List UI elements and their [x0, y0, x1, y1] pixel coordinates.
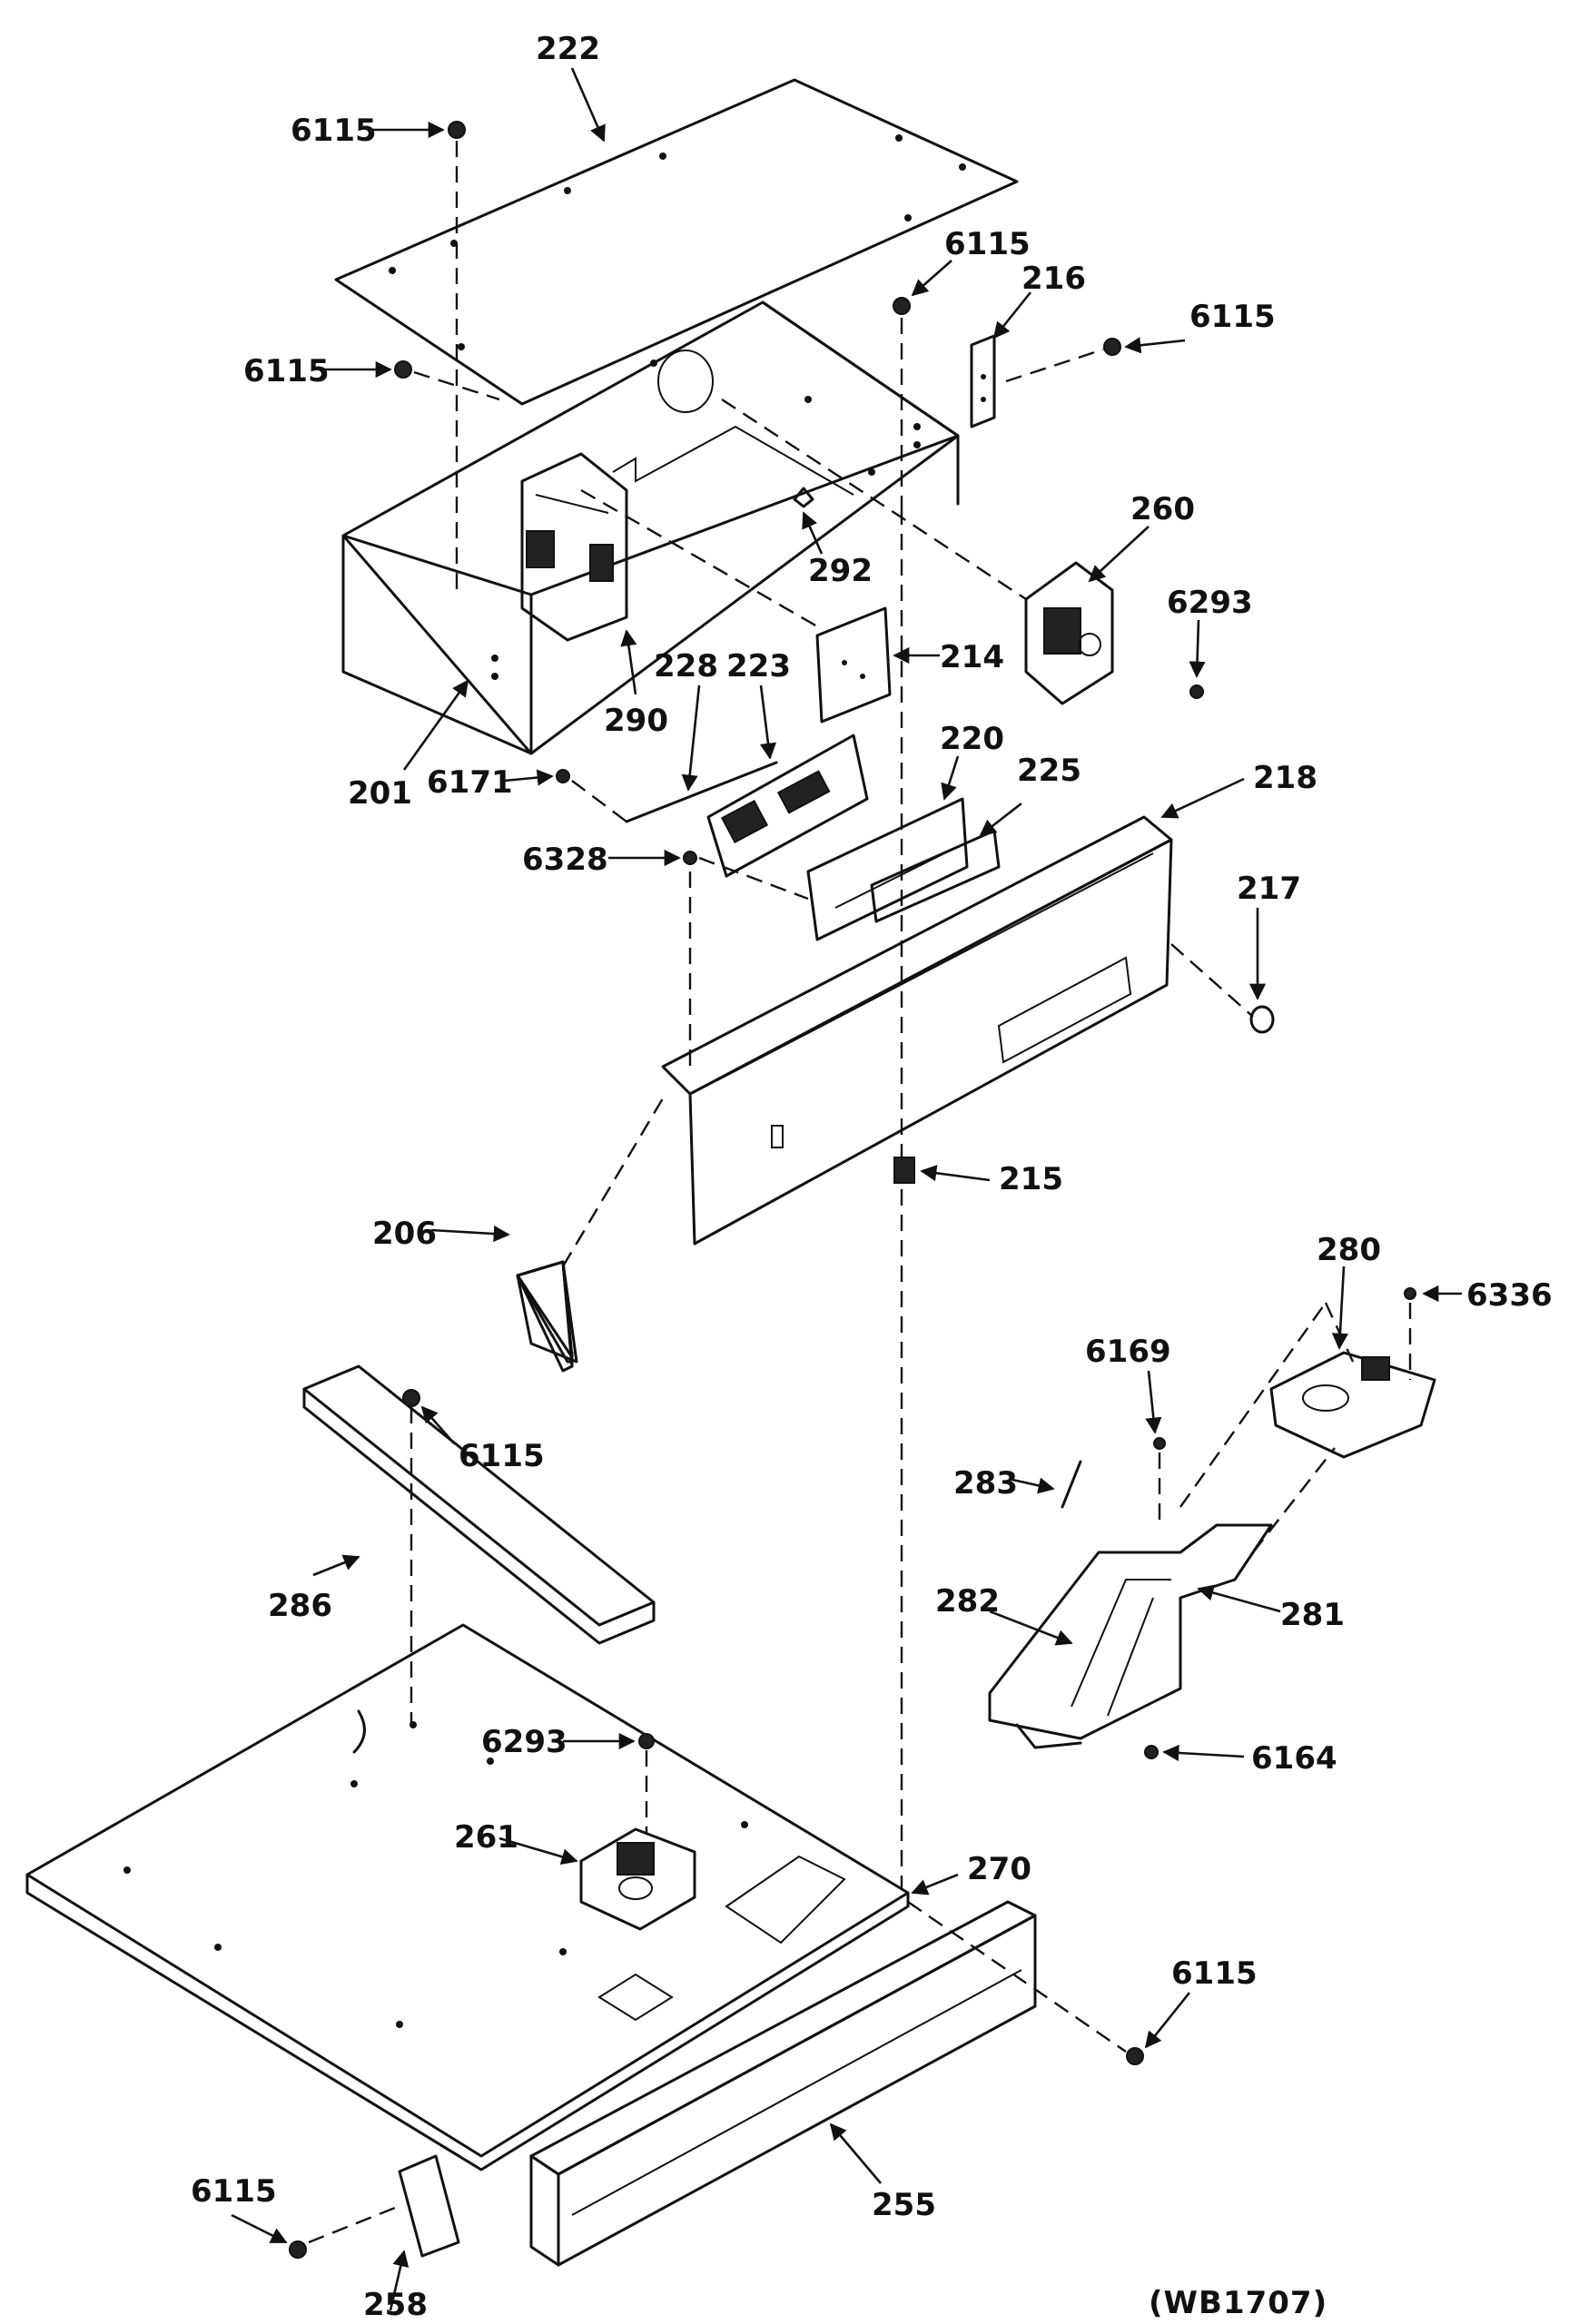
callout-223: 223	[726, 648, 791, 684]
overlay-225	[870, 829, 1001, 923]
clip-292	[793, 487, 814, 508]
callout-6115-right: 6115	[1189, 299, 1276, 335]
frame-220	[806, 797, 969, 941]
callout-255: 255	[872, 2187, 936, 2223]
callout-290: 290	[604, 703, 668, 739]
callout-6169: 6169	[1085, 1334, 1171, 1370]
bracket-216	[970, 334, 996, 428]
callout-6115-bottom-left: 6115	[191, 2173, 277, 2210]
leader-arrows	[231, 67, 1462, 2311]
callout-258: 258	[363, 2287, 428, 2323]
screws	[289, 121, 1416, 2259]
callout-201: 201	[348, 775, 412, 812]
callout-215: 215	[999, 1161, 1063, 1197]
relay-board-290	[520, 452, 628, 642]
callout-217: 217	[1237, 871, 1301, 907]
callout-6171: 6171	[427, 764, 513, 801]
callout-292: 292	[808, 553, 873, 589]
callout-286: 286	[268, 1588, 332, 1624]
channel-286	[302, 1364, 656, 1645]
bottom-panel-270	[25, 1623, 910, 2171]
callout-225: 225	[1017, 753, 1081, 789]
callout-6115-center: 6115	[944, 226, 1031, 262]
switch-215	[893, 1157, 915, 1184]
callout-216: 216	[1021, 261, 1086, 297]
motor-280	[1269, 1351, 1436, 1459]
callout-281: 281	[1280, 1597, 1345, 1633]
callout-6115-right-bottom: 6115	[1171, 1955, 1258, 1992]
callout-261: 261	[454, 1819, 518, 1856]
latch-bracket-282-281	[988, 1523, 1273, 1749]
control-housing-201	[341, 300, 960, 755]
callout-214: 214	[940, 639, 1004, 675]
callout-220: 220	[940, 721, 1004, 757]
bracket-258	[398, 2154, 460, 2258]
callout-270: 270	[967, 1851, 1031, 1887]
callout-222: 222	[536, 31, 600, 67]
switch-assembly-260	[1024, 561, 1114, 705]
callout-6115-left: 6115	[243, 353, 330, 389]
callout-6115-top: 6115	[291, 113, 377, 149]
knob-217	[1249, 1005, 1275, 1034]
callout-6115-mid: 6115	[459, 1438, 545, 1474]
callout-6293-bottom: 6293	[481, 1724, 567, 1760]
rod-228	[625, 761, 778, 823]
front-rail-255	[529, 1900, 1037, 2267]
control-panel-218	[661, 815, 1173, 1246]
callout-282: 282	[935, 1583, 1000, 1620]
model-code: (WB1707)	[1149, 2285, 1327, 2321]
callout-6164: 6164	[1251, 1740, 1337, 1777]
callout-6293-top: 6293	[1167, 585, 1253, 621]
control-module-223	[706, 734, 869, 878]
top-cover-panel-222	[334, 78, 1019, 406]
callout-6336: 6336	[1466, 1277, 1553, 1314]
callout-283: 283	[953, 1465, 1018, 1502]
motor-261	[579, 1827, 696, 1931]
plate-214	[815, 606, 892, 724]
assembly-dashed-lines	[308, 141, 1412, 2244]
callout-206: 206	[372, 1216, 437, 1252]
callout-6328: 6328	[522, 842, 608, 878]
callout-218: 218	[1253, 760, 1317, 796]
pin-283	[1061, 1460, 1082, 1509]
callout-labels: 222 6115 6115 6115 216 6115 260 6293 292…	[191, 31, 1553, 2323]
side-trim-206	[516, 1260, 578, 1373]
callout-228: 228	[654, 648, 718, 684]
callout-280: 280	[1317, 1232, 1381, 1268]
callout-260: 260	[1130, 491, 1195, 527]
